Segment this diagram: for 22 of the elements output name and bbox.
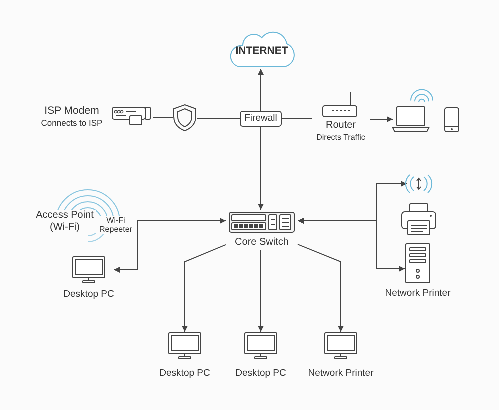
connector-arrow (298, 218, 406, 272)
device-label: Network Printer (384, 289, 452, 300)
device-label: Core Switch (234, 237, 290, 248)
device-label: Router (324, 120, 357, 132)
connector-arrow (258, 250, 264, 332)
connector-arrow (114, 218, 226, 273)
connector-arrow (182, 244, 226, 332)
cloud-label: INTERNET (234, 45, 290, 58)
device-label: ISP Modem (44, 105, 100, 118)
device-label: Desktop PC (62, 290, 116, 301)
device-label: Desktop PC (234, 369, 288, 380)
connector-arrow (370, 116, 394, 122)
connector-arrow (258, 68, 264, 112)
device-label: Network Printer (307, 369, 375, 380)
device-description: Directs Traffic (316, 133, 366, 142)
firewall-label: Firewall (244, 114, 278, 124)
device-label: Access Point (Wi-Fi) (34, 210, 96, 233)
connector-arrow (298, 244, 344, 332)
device-label: Desktop PC (158, 369, 212, 380)
firewall-box (240, 111, 282, 127)
device-description: Connects to ISP (40, 119, 104, 129)
connector-arrow (258, 126, 264, 210)
